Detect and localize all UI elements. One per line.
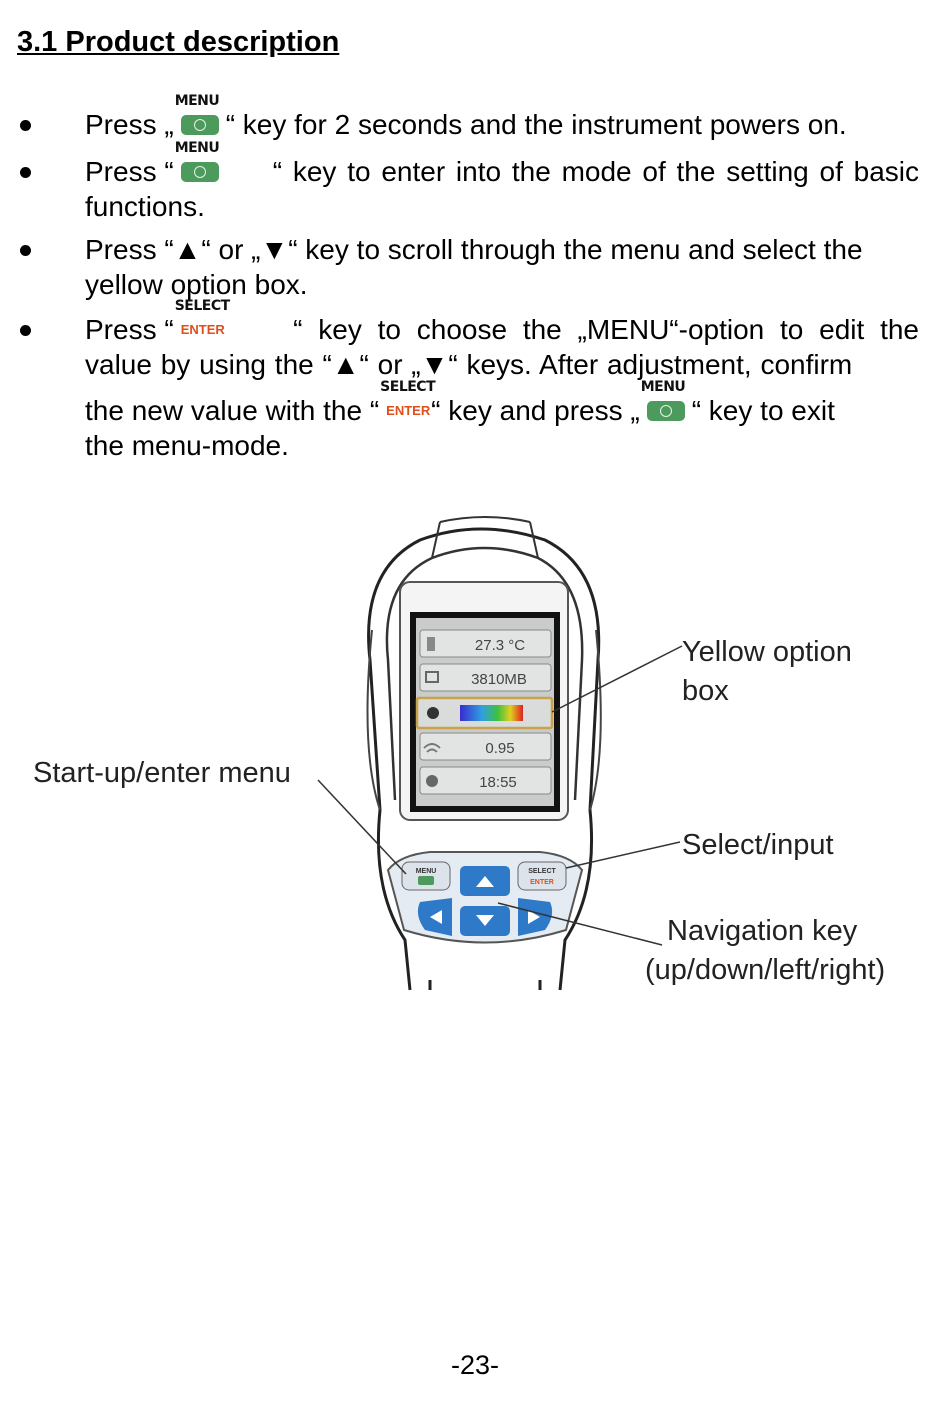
- callout-line-nav: [497, 902, 663, 946]
- screen-memory: 3810MB: [471, 671, 527, 688]
- callout-line-yellow: [551, 645, 683, 713]
- callout-line-startup: [317, 779, 407, 875]
- menu-key-icon: MENU: [175, 94, 225, 137]
- emissivity-icon: [423, 743, 441, 753]
- callout-box: box: [682, 675, 729, 707]
- arrow-right-icon: [528, 910, 540, 924]
- menu-key-icon: MENU: [175, 141, 225, 184]
- color-palette-bar: [460, 705, 523, 721]
- callout-navigation: Navigation key: [667, 915, 858, 947]
- bullet-text: Press “MENU“ key to enter into the mode …: [85, 140, 919, 222]
- arrow-down-icon: [476, 915, 494, 926]
- device-figure: 27.3 °C 3810MB 0.95 18:55 MENU SELECT EN…: [0, 510, 950, 1010]
- arrow-up-icon: [476, 876, 494, 887]
- bullet-dot: [20, 325, 31, 336]
- bullet-text: Press „MENU“ key for 2 seconds and the i…: [85, 93, 847, 140]
- svg-text:SELECT: SELECT: [528, 868, 556, 875]
- menu-key-icon: MENU: [641, 380, 691, 423]
- callout-directions: (up/down/left/right): [645, 954, 885, 986]
- callout-line-select: [565, 841, 681, 869]
- screen-time: 18:55: [479, 774, 517, 791]
- callout-yellow-option: Yellow option: [682, 636, 852, 668]
- screen-emissivity: 0.95: [485, 740, 514, 757]
- temperature-icon: [427, 637, 435, 651]
- select-enter-key: [517, 861, 567, 891]
- bullet-dot: [20, 120, 31, 131]
- callout-select: Select/input: [682, 829, 834, 861]
- callout-startup: Start-up/enter menu: [33, 757, 291, 789]
- page-number: -23-: [450, 1350, 499, 1380]
- memory-icon: [425, 671, 439, 683]
- device-illustration: 27.3 °C 3810MB 0.95 18:55 MENU SELECT EN…: [33, 516, 885, 991]
- arrow-left-icon: [430, 910, 442, 924]
- screen-temperature: 27.3 °C: [475, 637, 525, 654]
- clock-icon: [426, 775, 438, 787]
- bullet-dot: [20, 245, 31, 256]
- svg-text:MENU: MENU: [416, 868, 437, 875]
- bullet-dot: [20, 167, 31, 178]
- bullet-text: Press “▲“ or „▼“ key to scroll through t…: [85, 234, 863, 300]
- section-heading: 3.1 Product description: [17, 26, 340, 58]
- svg-text:ENTER: ENTER: [530, 879, 554, 886]
